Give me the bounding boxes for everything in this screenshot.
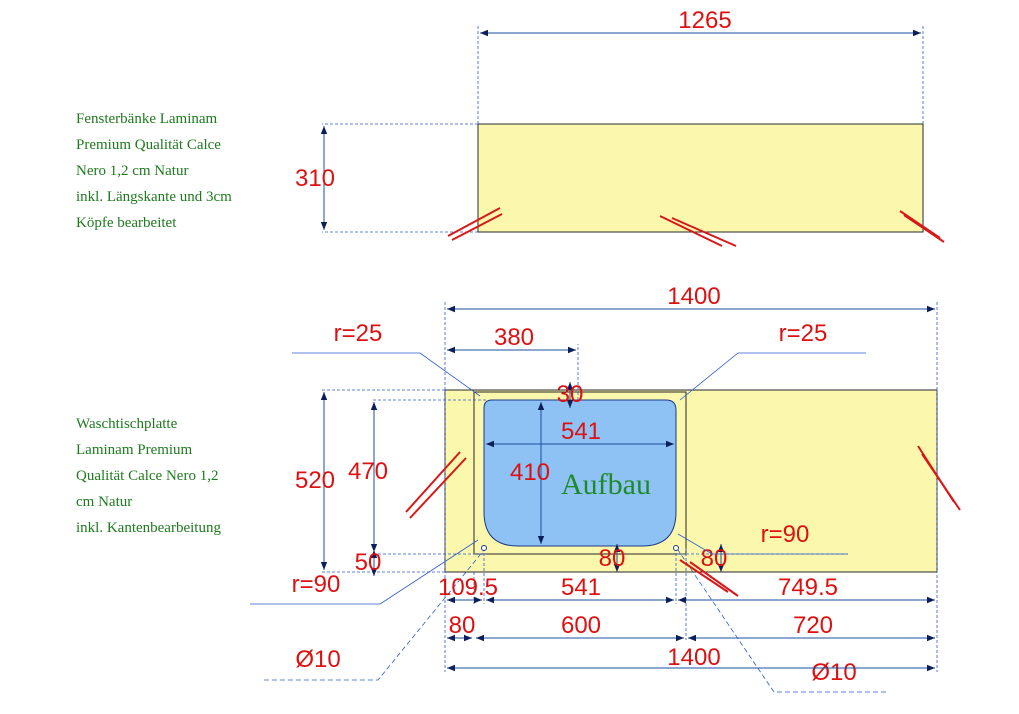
note-line: Qualität Calce Nero 1,2: [76, 468, 219, 484]
radius-bottom-right-label: r=90: [761, 521, 810, 548]
left-margin-label: 109.5: [438, 574, 498, 601]
radius-top-right-label: r=25: [779, 320, 828, 347]
sink-inner-width-label: 541: [561, 418, 601, 445]
inset-top-label: 30: [557, 381, 584, 408]
note-line: inkl. Längskante und 3cm: [76, 189, 232, 205]
inset-bottom-label: 50: [355, 549, 382, 576]
vanity-break-marks: [405, 445, 961, 597]
drill-hole-right: [673, 545, 679, 551]
note-line: Premium Qualität Calce: [76, 137, 221, 153]
sink-width-bottom-label: 541: [561, 574, 601, 601]
sill-extension-lines: [322, 26, 924, 233]
window-sill-note: Fensterbänke Laminam Premium Qualität Ca…: [76, 106, 232, 236]
right-margin-label: 749.5: [778, 574, 838, 601]
radius-leaders-bottom: [250, 533, 848, 605]
note-line: Köpfe bearbeitet: [76, 215, 177, 231]
sill-break-marks: [447, 207, 945, 247]
note-line: Nero 1,2 cm Natur: [76, 163, 189, 179]
cabinet-left-label: 80: [449, 612, 476, 639]
sink-inner-depth-label: 410: [510, 459, 550, 486]
vanity-total-width-bottom-label: 1400: [667, 644, 720, 671]
drill-hole-left: [481, 545, 487, 551]
depth-inner-label: 470: [348, 458, 388, 485]
note-line: Waschtischplatte: [76, 416, 178, 432]
sill-depth-label: 310: [295, 165, 335, 192]
window-sill-slab: [477, 123, 924, 233]
note-line: Fensterbänke Laminam: [76, 111, 218, 127]
sink-label: Aufbau: [561, 468, 651, 501]
note-line: cm Natur: [76, 494, 133, 510]
cabinet-width-label: 600: [561, 612, 601, 639]
depth-total-label: 520: [295, 467, 335, 494]
note-line: Laminam Premium: [76, 442, 193, 458]
hole-offset-right-label: 80: [701, 545, 728, 572]
offset-left-label: 380: [494, 324, 534, 351]
vanity-top-note: Waschtischplatte Laminam Premium Qualitä…: [76, 411, 221, 541]
sill-width-label: 1265: [678, 7, 731, 34]
hole-diameter-right-label: Ø10: [811, 659, 856, 686]
sink-cutout-outline: [473, 391, 687, 555]
radius-top-left-label: r=25: [334, 320, 383, 347]
radius-leaders-top: [292, 352, 866, 401]
radius-bottom-left-label: r=90: [292, 571, 341, 598]
note-line: inkl. Kantenbearbeitung: [76, 520, 221, 536]
cabinet-right-label: 720: [793, 612, 833, 639]
sink-bowl: [483, 399, 677, 547]
hole-offset-left-label: 80: [599, 545, 626, 572]
vanity-total-width-top-label: 1400: [667, 283, 720, 310]
hole-diameter-left-label: Ø10: [295, 646, 340, 673]
